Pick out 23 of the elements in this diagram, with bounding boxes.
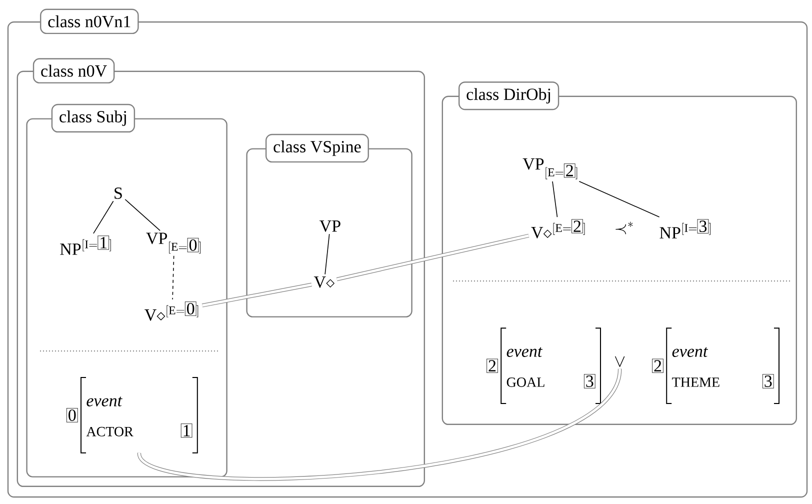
tree-branch [578,181,660,218]
tree-branch [93,200,114,234]
tree-label: $\mathrm{V}{\diamond}$ [314,276,334,288]
feature-structure: event GOAL 3 2 [486,328,601,404]
tree-label: $\mathrm{V}{\diamond}^{[\mathrm{E}=\fbox{0}]}$ [144,302,198,321]
precedence-symbol: $\prec^{*}$ [615,222,633,234]
identity-link [336,234,530,282]
tree-branch [552,181,558,218]
identity-link [138,368,622,481]
feature-structure: event ACTOR 1 0 [66,377,198,454]
tree-label: $\mathrm{V}{\diamond}^{[\mathrm{E}=\fbox{2}]}$ [531,219,585,238]
tree-label: $\vee$ [615,356,625,367]
tree-label: $\mathrm{NP}^{[\mathrm{I}=\fbox{3}]}$ [660,219,710,238]
tree-label: $\mathrm{S}$ [114,188,122,199]
tree-label: $\mathrm{NP}^{[\mathrm{I}=\fbox{1}]}$ [60,236,111,255]
feature-structure: event THEME 3 2 [652,328,780,404]
tree-label: $\mathrm{VP}$ [320,220,340,232]
identity-link [202,282,312,308]
tree-branch [124,198,160,231]
tree-label: $\mathrm{VP}_{[\mathrm{E}=\fbox{0}]}$ [146,232,201,254]
tree-branch [172,255,174,300]
tree-label: $\mathrm{VP}_{[\mathrm{E}=\fbox{2}]}$ [522,158,578,180]
tree-branch [324,234,330,275]
